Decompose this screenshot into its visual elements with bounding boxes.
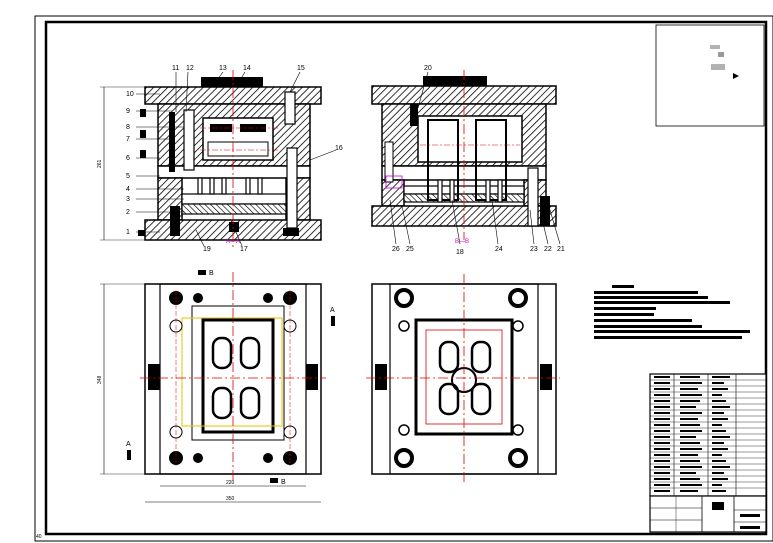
plan-view-moving-half: [366, 274, 560, 482]
cut-mark-b-top: B: [209, 270, 214, 277]
balloon-22: 22: [544, 246, 552, 253]
balloon-11: 11: [172, 65, 179, 72]
sheet-frame-outer: [34, 15, 773, 542]
dim-height-plan: 348: [97, 375, 103, 384]
sheet-frame-inner: [44, 20, 768, 536]
balloon-14: 14: [243, 65, 251, 72]
balloon-24: 24: [495, 246, 503, 253]
balloon-18: 18: [456, 249, 464, 256]
section-label-b: B—B: [455, 239, 469, 245]
cut-mark-a-right: A: [330, 307, 335, 314]
balloon-20: 20: [424, 65, 432, 72]
cut-mark-b-bottom: B: [281, 479, 286, 486]
section-view-a-a: 261 10 9 8 7 6 5 4 3 2: [97, 65, 343, 253]
balloon-17: 17: [240, 246, 248, 253]
plan-view-fixed-half: 348 220 350 B B A A: [97, 270, 335, 503]
balloon-1: 1: [126, 229, 130, 236]
section-label-a: A—A: [226, 239, 240, 245]
dim-width-outer: 350: [226, 496, 235, 502]
balloon-21: 21: [557, 246, 565, 253]
balloon-16: 16: [335, 145, 343, 152]
balloon-23: 23: [530, 246, 538, 253]
title-block: [649, 495, 767, 533]
balloon-12: 12: [186, 65, 194, 72]
balloon-6: 6: [126, 155, 130, 162]
balloon-15: 15: [297, 65, 305, 72]
balloon-9: 9: [126, 108, 130, 115]
balloon-25: 25: [406, 246, 414, 253]
notes-box-top-right: [655, 24, 765, 127]
cut-mark-a-left: A: [126, 441, 131, 448]
dim-width-inner: 220: [226, 480, 235, 486]
balloon-2: 2: [126, 209, 130, 216]
parts-list-table: [649, 373, 767, 497]
balloon-13: 13: [219, 65, 227, 72]
balloon-4: 4: [126, 186, 130, 193]
section-view-b-b: 20 26 25 18 24 23 22 21 B—B: [371, 65, 565, 256]
dim-height-a: 261: [97, 159, 103, 168]
balloon-8: 8: [126, 124, 130, 131]
balloon-5: 5: [126, 173, 130, 180]
balloon-3: 3: [126, 196, 130, 203]
balloon-19: 19: [203, 246, 211, 253]
balloon-7: 7: [126, 136, 130, 143]
sheet-corner-mark: 40: [36, 534, 42, 540]
balloon-26: 26: [392, 246, 400, 253]
technical-notes: [594, 285, 750, 339]
balloon-10: 10: [126, 91, 134, 98]
